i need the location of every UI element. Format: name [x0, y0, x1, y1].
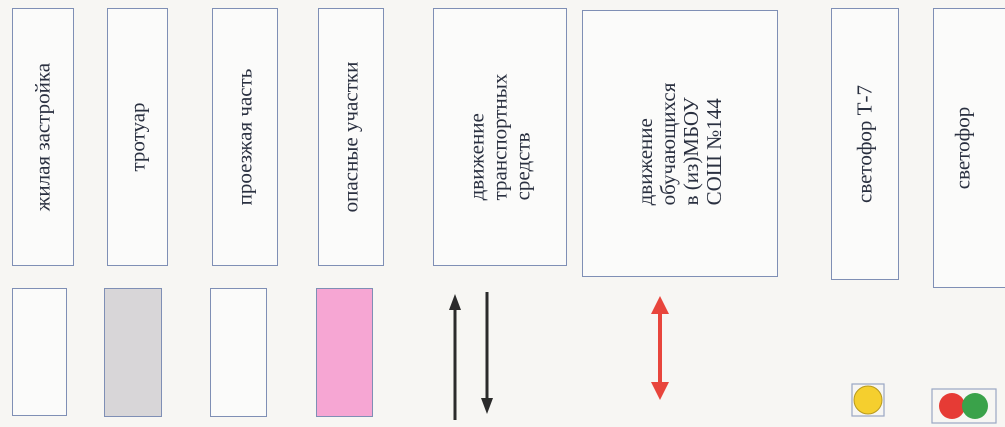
label-residential: жилая застройка [12, 8, 74, 266]
swatch-roadway [210, 288, 267, 417]
label-vehicle-traffic-text: движение транспортных средств [464, 73, 535, 201]
swatch-residential [12, 288, 67, 416]
swatch-sidewalk [104, 288, 162, 417]
label-traffic-light: светофор [933, 8, 1005, 288]
double-headed-arrow-icon [651, 296, 669, 400]
label-traffic-light-text: светофор [950, 106, 975, 190]
label-danger-zones-text: опасные участки [338, 61, 363, 213]
swatch-danger-zones [316, 288, 373, 417]
label-roadway: проезжая часть [212, 8, 278, 266]
pedestrian-signal-icon [851, 383, 885, 417]
label-roadway-text: проезжая часть [232, 68, 257, 206]
label-sidewalk-text: тротуар [125, 102, 149, 172]
traffic-light-icon [931, 388, 997, 424]
label-t7-signal: светофор Т-7 [831, 8, 899, 280]
label-student-movement-text: движение обучающихся в (из)МБОУ СОШ №144 [633, 82, 726, 205]
double-arrow-opposite-icon [449, 292, 493, 420]
label-residential-text: жилая застройка [30, 62, 55, 212]
label-danger-zones: опасные участки [318, 8, 384, 266]
label-vehicle-traffic: движение транспортных средств [433, 8, 567, 266]
label-sidewalk: тротуар [107, 8, 168, 266]
label-student-movement: движение обучающихся в (из)МБОУ СОШ №144 [582, 10, 778, 277]
label-t7-signal-text: светофор Т-7 [852, 84, 877, 204]
